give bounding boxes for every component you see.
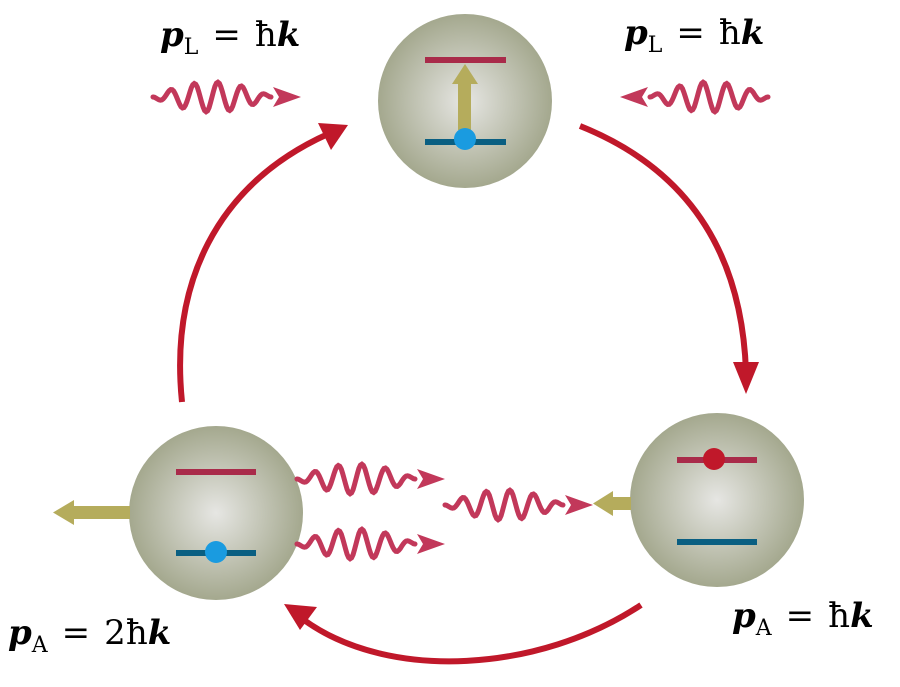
photon-laser-right-arrowhead <box>620 87 648 107</box>
label-laser-right: pL=ħk <box>624 13 764 58</box>
atom-top-excitation-arrow-shaft <box>458 82 471 130</box>
photon-laser-left-wave <box>150 79 274 115</box>
photon-laser-right-wave <box>647 79 771 115</box>
atom-top <box>378 14 552 188</box>
recoil-arrow-right-shaft <box>611 497 631 510</box>
recoil-arrow-right-head <box>593 491 613 516</box>
photon-incoming-wave <box>442 487 566 523</box>
photon-laser-left <box>150 79 301 115</box>
atom-right <box>630 413 804 587</box>
photon-laser-right <box>620 79 771 115</box>
label-atom-right: pA=ħk <box>732 596 874 641</box>
atom-right-electron <box>703 448 725 470</box>
cycle-arrows <box>177 123 759 665</box>
photon-emitted-lower <box>294 526 445 562</box>
cycle-arrowhead-left <box>318 123 348 150</box>
atom-left-electron <box>205 541 227 563</box>
atom-top-excitation-arrowhead <box>452 64 478 84</box>
cycle-arrowhead-right <box>733 362 759 394</box>
photon-emitted-upper-arrowhead <box>417 469 445 489</box>
photon-emitted-lower-wave <box>294 526 418 562</box>
photon-emitted-upper-wave <box>294 461 418 497</box>
photon-emitted-upper <box>294 461 445 497</box>
atom-left <box>129 426 303 600</box>
recoil-arrow-left-head <box>53 500 74 525</box>
photon-emitted-lower-arrowhead <box>417 534 445 554</box>
label-laser-left: pL=ħk <box>160 15 300 60</box>
photon-laser-left-arrowhead <box>273 87 301 107</box>
cycle-arrow-left <box>177 131 330 403</box>
momentum-arrows <box>53 491 631 525</box>
cycle-arrowhead-bottom <box>284 604 317 630</box>
recoil-arrow-left-shaft <box>72 506 130 519</box>
label-atom-left: pA=2ħk <box>8 613 171 658</box>
atom-right-body <box>630 413 804 587</box>
photon-incoming-arrowhead <box>565 495 593 515</box>
photon-incoming <box>442 487 593 523</box>
cycle-arrow-bottom <box>302 602 643 665</box>
atom-top-electron <box>454 128 476 150</box>
cycle-arrow-right <box>578 123 749 373</box>
photons <box>150 79 771 562</box>
atom-left-body <box>129 426 303 600</box>
